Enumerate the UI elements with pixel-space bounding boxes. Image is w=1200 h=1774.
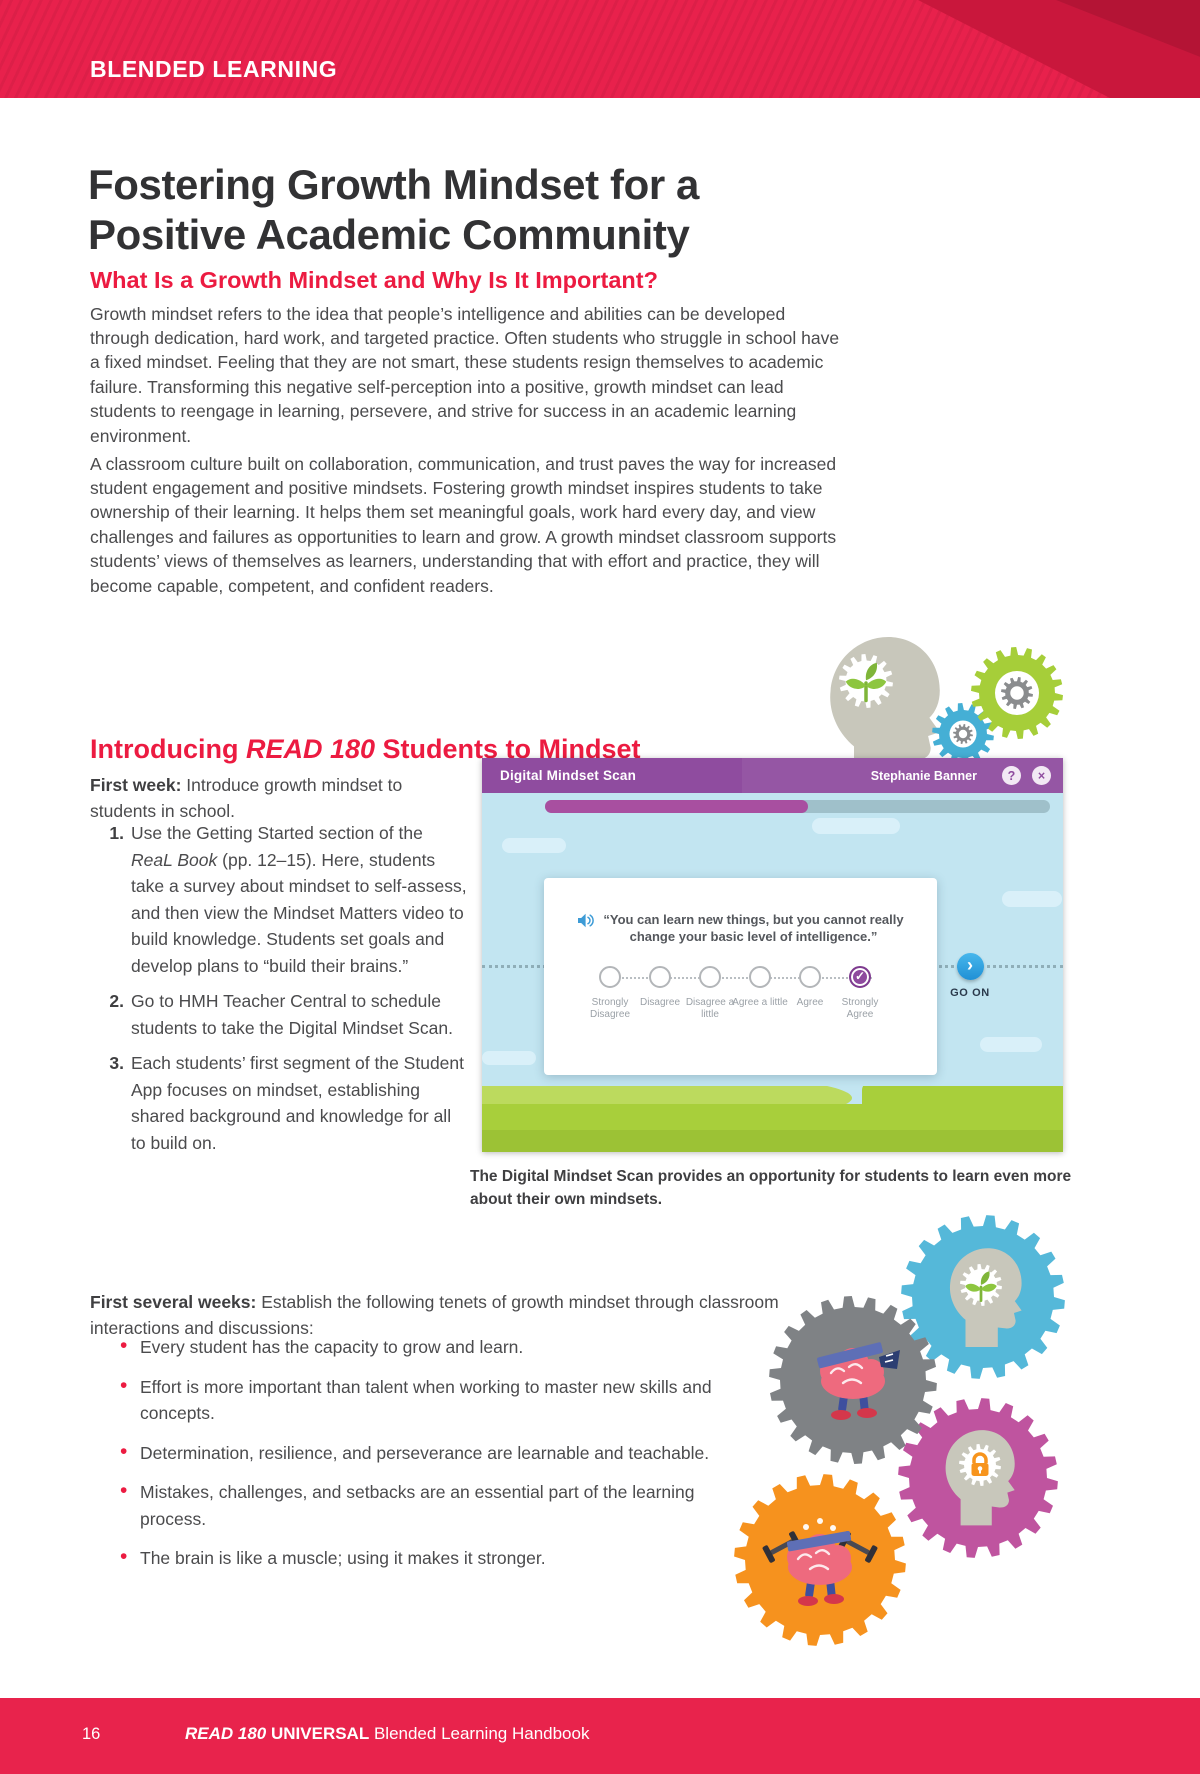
list-number: 1.: [109, 823, 124, 843]
cloud-shape: [502, 838, 566, 853]
go-on-label: GO ON: [950, 987, 990, 999]
option-label: Agree a little: [732, 997, 788, 1008]
cloud-shape: [980, 1037, 1042, 1052]
app-title: Digital Mindset Scan: [500, 768, 637, 783]
bullet-list: Every student has the capacity to grow a…: [90, 1333, 745, 1585]
screenshot-caption: The Digital Mindset Scan provides an opp…: [470, 1167, 1072, 1208]
close-icon[interactable]: ×: [1032, 766, 1051, 785]
survey-option[interactable]: Strongly Agree: [835, 966, 885, 1021]
radio-icon[interactable]: [849, 966, 871, 988]
section-heading-growth-mindset: What Is a Growth Mindset and Why Is It I…: [90, 266, 658, 293]
app-title-bar: Digital Mindset Scan Stephanie Banner ? …: [482, 758, 1063, 793]
first-several-weeks-paragraph: First several weeks: Establish the follo…: [90, 1291, 779, 1339]
progress-bar: [545, 800, 1050, 813]
list-text: Use the Getting Started section of the R…: [131, 823, 467, 976]
question-row: “You can learn new things, but you canno…: [544, 911, 937, 945]
cloud-shape: [482, 1051, 536, 1065]
header-band: BLENDED LEARNING: [0, 0, 1200, 98]
numbered-list: 1. Use the Getting Started section of th…: [90, 820, 468, 1165]
survey-option[interactable]: Agree a little: [732, 966, 788, 1021]
bullet-item: Effort is more important than talent whe…: [90, 1373, 745, 1427]
radio-icon[interactable]: [649, 966, 671, 988]
paragraph-1: Growth mindset refers to the idea that p…: [90, 303, 840, 446]
bullet-item: Mistakes, challenges, and setbacks are a…: [90, 1478, 745, 1532]
numbered-list-item: 3. Each students’ first segment of the S…: [90, 1050, 468, 1156]
list-text: Each students’ first segment of the Stud…: [131, 1053, 465, 1153]
option-label: Strongly Agree: [841, 997, 879, 1020]
footer-brand: READ 180 UNIVERSAL Blended Learning Hand…: [185, 1724, 590, 1743]
radio-icon[interactable]: [749, 966, 771, 988]
option-label: Strongly Disagree: [589, 997, 631, 1020]
survey-option[interactable]: Disagree a little: [685, 966, 735, 1021]
radio-icon[interactable]: [799, 966, 821, 988]
list-text: Go to HMH Teacher Central to schedule st…: [131, 991, 453, 1038]
survey-option[interactable]: Strongly Disagree: [585, 966, 635, 1021]
gears-illustration: [734, 1215, 1065, 1646]
radio-icon[interactable]: [699, 966, 721, 988]
paragraph-2: A classroom culture built on collaborati…: [90, 453, 837, 596]
go-on-button[interactable]: ›: [956, 953, 984, 980]
go-on-control: › GO ON: [949, 953, 991, 999]
user-name: Stephanie Banner: [870, 768, 977, 783]
head-gears-illustration: [830, 637, 1063, 758]
cloud-shape: [812, 818, 900, 834]
option-label: Disagree a little: [685, 997, 735, 1020]
survey-options: Strongly Disagree Disagree Disagree a li…: [585, 966, 896, 1021]
bullet-item: The brain is like a muscle; using it mak…: [90, 1544, 745, 1572]
hills-graphic: [482, 1086, 1063, 1152]
section-kicker: BLENDED LEARNING: [90, 56, 338, 82]
page-title: Fostering Growth Mindset for a Positive …: [88, 161, 700, 259]
option-label: Agree: [796, 997, 824, 1008]
first-week-paragraph: First week: Introduce growth mindset to …: [90, 774, 403, 822]
page-number: 16: [82, 1725, 101, 1743]
bullet-item: Determination, resilience, and persevera…: [90, 1439, 745, 1467]
bullet-item: Every student has the capacity to grow a…: [90, 1333, 745, 1361]
numbered-list-item: 2. Go to HMH Teacher Central to schedule…: [90, 988, 468, 1041]
survey-option[interactable]: Disagree: [635, 966, 685, 1021]
app-background: “You can learn new things, but you canno…: [482, 793, 1063, 1152]
option-label: Disagree: [639, 997, 681, 1008]
footer-band: 16 READ 180 UNIVERSAL Blended Learning H…: [0, 1698, 1200, 1774]
numbered-list-item: 1. Use the Getting Started section of th…: [90, 820, 468, 979]
list-number: 2.: [109, 991, 124, 1011]
list-number: 3.: [109, 1053, 124, 1073]
survey-question: “You can learn new things, but you canno…: [603, 912, 904, 944]
survey-option[interactable]: Agree: [785, 966, 835, 1021]
survey-card: “You can learn new things, but you canno…: [544, 878, 937, 1075]
check-icon: [851, 968, 869, 985]
cloud-shape: [1002, 891, 1062, 907]
chevron-right-icon: ›: [967, 954, 973, 975]
speaker-icon[interactable]: [577, 913, 594, 928]
radio-icon[interactable]: [599, 966, 621, 988]
digital-mindset-scan-screenshot: Digital Mindset Scan Stephanie Banner ? …: [482, 758, 1063, 1152]
help-icon[interactable]: ?: [1002, 766, 1021, 785]
progress-fill: [545, 800, 808, 813]
